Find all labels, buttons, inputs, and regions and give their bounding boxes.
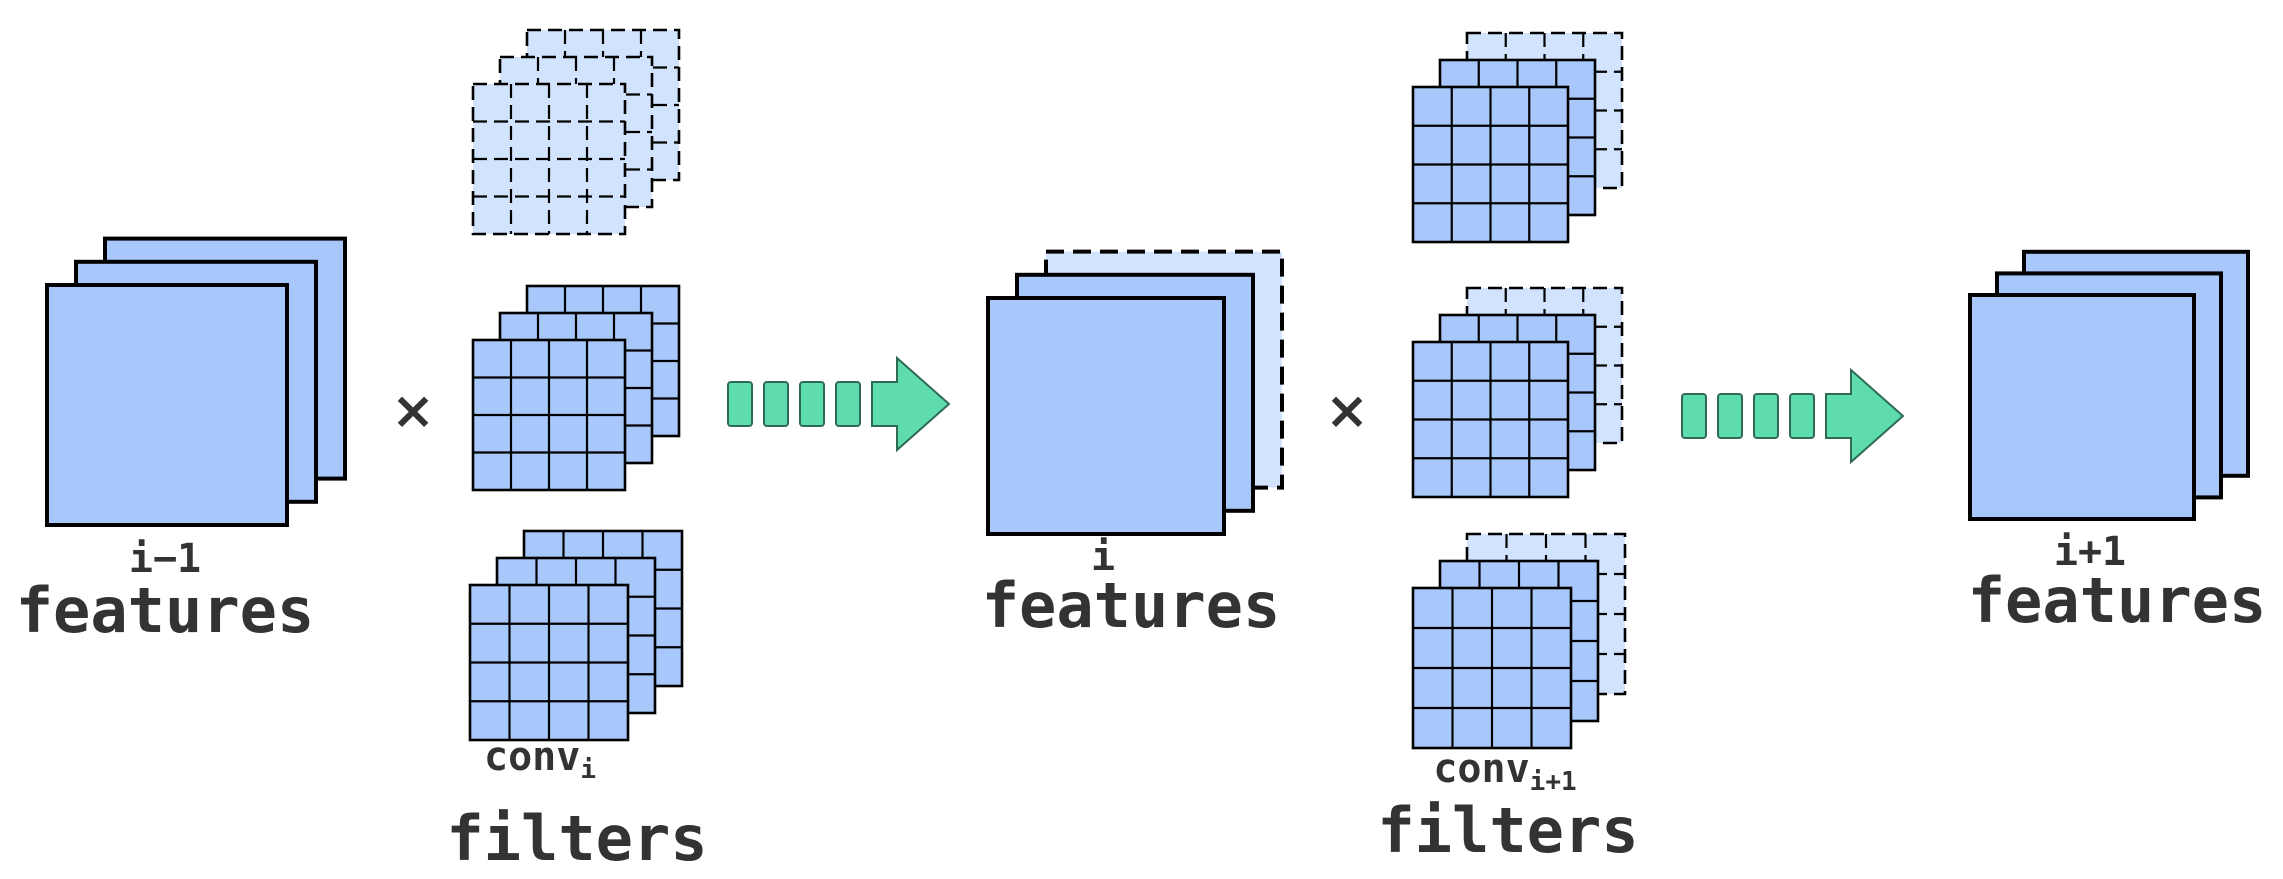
conv-i-plus-1-subscript: i+1 <box>1530 767 1577 797</box>
feature-channel <box>45 283 289 527</box>
feature-map-i-plus-1 <box>1968 249 2250 521</box>
feature-index-i: i <box>1091 534 1115 580</box>
conv-i-plus-1-text: conv <box>1433 746 1529 792</box>
filter-grid <box>471 82 627 236</box>
filter-grid <box>468 583 630 742</box>
dashed-arrow-icon-2 <box>1681 367 1905 465</box>
arrow-dash <box>1753 393 1779 439</box>
filter-stack-conv-i-plus-1-2 <box>1411 286 1624 499</box>
feature-index-i-plus-1: i+1 <box>2054 529 2126 575</box>
arrow-dash <box>763 381 789 427</box>
arrow-dash <box>1789 393 1815 439</box>
arrow-dash <box>799 381 825 427</box>
feature-channel <box>1968 293 2196 521</box>
features-label-i-minus-1: features <box>16 574 315 647</box>
filter-stack-conv-i-1 <box>471 28 681 236</box>
filters-label-i: filters <box>446 802 707 875</box>
conv-i-subscript: i <box>580 755 596 785</box>
filter-grid <box>1411 85 1570 244</box>
filter-grid <box>471 338 627 492</box>
filters-label-i-plus-1: filters <box>1377 794 1638 867</box>
arrow-head <box>1825 367 1905 465</box>
dashed-arrow-icon-1 <box>727 355 951 453</box>
feature-map-i-minus-1 <box>45 236 347 527</box>
features-label-i: features <box>982 569 1281 642</box>
feature-channel <box>986 296 1226 536</box>
filter-stack-conv-i-plus-1-1 <box>1411 31 1624 244</box>
conv-i-plus-1-label: convi+1 <box>1433 746 1576 797</box>
arrow-dash <box>727 381 753 427</box>
arrow-dash <box>835 381 861 427</box>
multiply-sign-1: × <box>391 381 435 441</box>
feature-index-i-minus-1: i−1 <box>129 536 201 582</box>
features-label-i-plus-1: features <box>1968 564 2267 637</box>
filter-grid <box>1411 586 1573 750</box>
arrow-dash <box>1681 393 1707 439</box>
filter-grid <box>1411 340 1570 499</box>
conv-i-text: conv <box>484 734 580 780</box>
multiply-sign-2: × <box>1325 381 1369 441</box>
feature-map-i <box>986 249 1284 536</box>
filter-stack-conv-i-3 <box>468 529 684 742</box>
filter-stack-conv-i-plus-1-3 <box>1411 532 1627 750</box>
filter-stack-conv-i-2 <box>471 284 681 492</box>
arrow-head <box>871 355 951 453</box>
conv-i-label: convi <box>484 734 596 785</box>
arrow-dash <box>1717 393 1743 439</box>
